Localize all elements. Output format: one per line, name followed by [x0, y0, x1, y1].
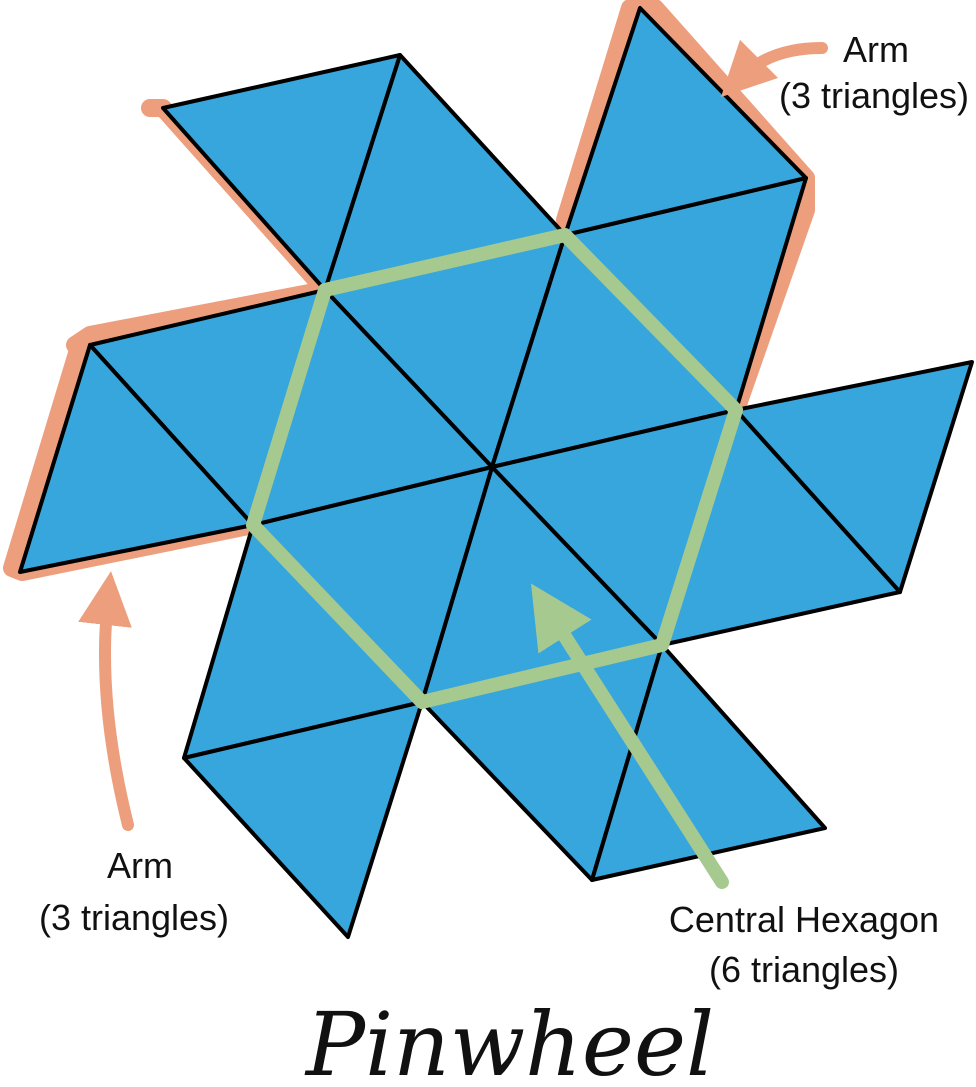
hexagon-label-line1: Central Hexagon [669, 899, 939, 940]
arm-triangle [734, 360, 974, 594]
arm-triangle [18, 343, 255, 574]
arm-bottom-left-label-line1: Arm [107, 845, 173, 886]
arm-triangle [161, 53, 402, 292]
arm-top-right-label-line2: (3 triangles) [779, 75, 969, 116]
arm-top-right-arrow [720, 39, 828, 98]
diagram-title: Pinwheel [304, 993, 714, 1087]
hexagon-label-line2: (6 triangles) [709, 949, 899, 990]
arm-bottom-left-label-line2: (3 triangles) [39, 897, 229, 938]
triangle-tiling [18, 6, 974, 939]
arm-bottom-left-arrow [78, 571, 134, 831]
central-hexagon-outline [246, 228, 743, 709]
hexagon-arrow [531, 583, 729, 889]
arm-top-right-label-line1: Arm [843, 29, 909, 70]
arm-triangle [182, 700, 424, 939]
